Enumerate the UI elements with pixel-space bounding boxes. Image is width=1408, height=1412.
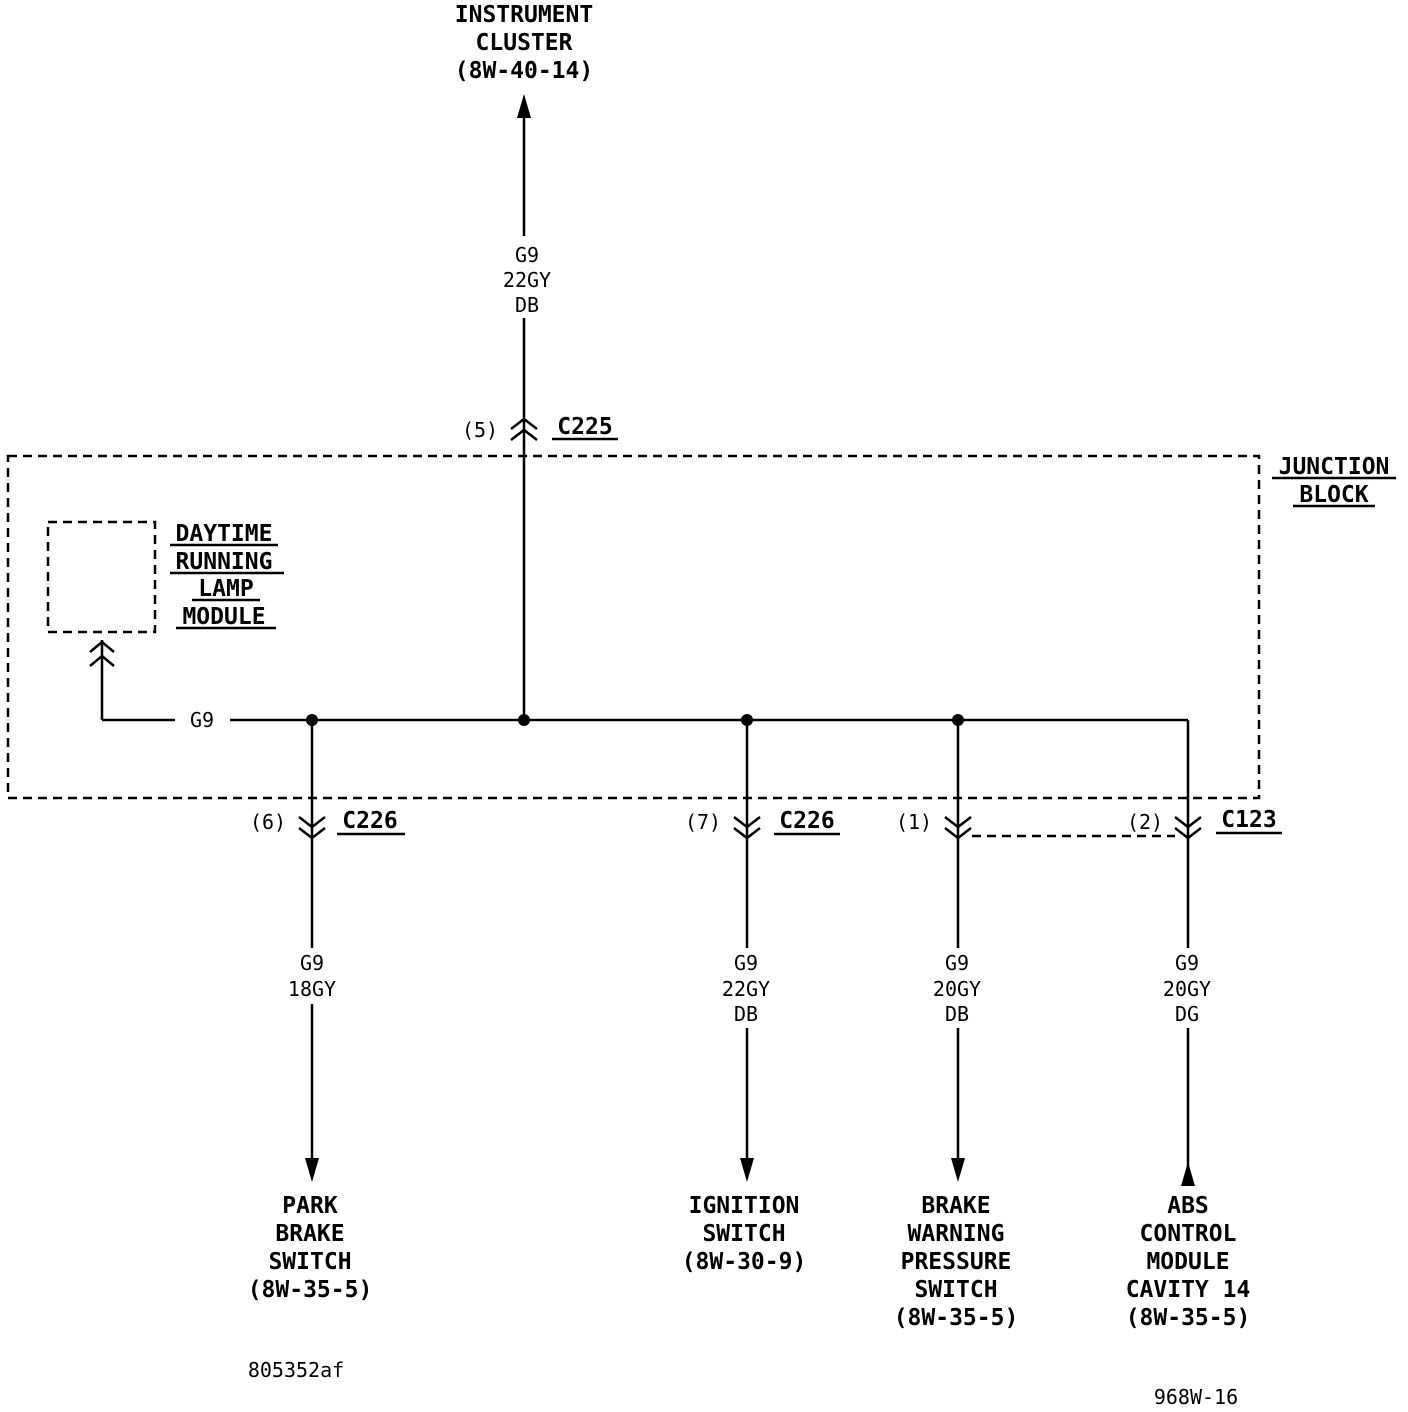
brake-warning-wire-label-bg <box>930 948 986 1028</box>
drl-wire-label: G9 <box>190 708 214 732</box>
ignition-label-3: (8W-30-9) <box>682 1249 807 1275</box>
junction-block-label-1: JUNCTION <box>1279 454 1390 480</box>
ignition-wire-label-3: DB <box>734 1002 758 1026</box>
abs-pin: (2) <box>1127 810 1163 834</box>
brake-warning-label-4: SWITCH <box>914 1277 997 1303</box>
brake-warning-label-5: (8W-35-5) <box>894 1305 1019 1331</box>
junction-block-outline <box>6 454 1261 800</box>
park-brake-connector-symbol <box>298 816 326 840</box>
instrument-cluster-label-3: (8W-40-14) <box>455 58 593 84</box>
abs-wire-label-1: G9 <box>1175 951 1199 975</box>
brake-warning-pin: (1) <box>896 810 932 834</box>
instrument-cluster-label-1: INSTRUMENT <box>455 2 593 28</box>
brake-warning-label-2: WARNING <box>908 1221 1005 1247</box>
junction-block-label-2: BLOCK <box>1299 482 1368 508</box>
drl-module-label-4: MODULE <box>182 604 265 630</box>
brake-warning-arrow-down <box>951 1158 965 1182</box>
figure-id: 805352af <box>248 1358 344 1382</box>
ignition-label-1: IGNITION <box>689 1193 800 1219</box>
ignition-wire-label-2: 22GY <box>722 977 770 1001</box>
abs-arrow-up <box>1181 1162 1195 1186</box>
ignition-wire-label-1: G9 <box>734 951 758 975</box>
top-arrow-up <box>517 94 531 118</box>
park-brake-wire-label-1: G9 <box>300 951 324 975</box>
ignition-label-2: SWITCH <box>702 1221 785 1247</box>
abs-connector-label: C123 <box>1221 807 1276 833</box>
brake-warning-label-3: PRESSURE <box>901 1249 1012 1275</box>
park-brake-label-4: (8W-35-5) <box>248 1277 373 1303</box>
top-wire-label-2: 22GY <box>503 268 551 292</box>
park-brake-wire-label-2: 18GY <box>288 977 336 1001</box>
page-reference: 968W-16 <box>1154 1385 1238 1409</box>
drl-module-outline <box>46 520 157 634</box>
abs-label-4: CAVITY 14 <box>1126 1277 1251 1303</box>
park-brake-label-3: SWITCH <box>268 1249 351 1275</box>
ignition-connector-label: C226 <box>779 808 834 834</box>
drl-module-label-1: DAYTIME <box>176 521 273 547</box>
abs-label-1: ABS <box>1167 1193 1209 1219</box>
park-brake-wire-label-bg <box>284 948 340 1004</box>
brake-warning-wire-label-1: G9 <box>945 951 969 975</box>
abs-connector-symbol <box>1174 816 1202 840</box>
abs-wire-label-2: 20GY <box>1163 977 1211 1001</box>
abs-label-3: MODULE <box>1146 1249 1229 1275</box>
c225-connector-label: C225 <box>557 414 612 440</box>
abs-label-2: CONTROL <box>1140 1221 1237 1247</box>
instrument-cluster-label-2: CLUSTER <box>476 30 573 56</box>
ignition-arrow-down <box>740 1158 754 1182</box>
park-brake-label-2: BRAKE <box>275 1221 344 1247</box>
brake-warning-wire-label-2: 20GY <box>933 977 981 1001</box>
abs-label-5: (8W-35-5) <box>1126 1305 1251 1331</box>
ignition-wire-label-bg <box>719 948 775 1028</box>
park-brake-pin: (6) <box>250 810 286 834</box>
brake-warning-connector-symbol <box>944 816 972 840</box>
park-brake-label-1: PARK <box>282 1193 338 1219</box>
brake-warning-label-1: BRAKE <box>921 1193 990 1219</box>
drl-module-label-3: LAMP <box>198 576 253 602</box>
ignition-connector-symbol <box>733 816 761 840</box>
c225-connector-symbol <box>510 417 538 441</box>
abs-wire-label-3: DG <box>1175 1002 1199 1026</box>
top-wire-label-3: DB <box>515 293 539 317</box>
top-wire-label-bg <box>500 236 550 318</box>
abs-wire-label-bg <box>1160 948 1216 1028</box>
c225-pin: (5) <box>462 418 498 442</box>
drl-module-label-2: RUNNING <box>176 549 273 575</box>
top-wire-label-1: G9 <box>515 243 539 267</box>
brake-warning-wire-label-3: DB <box>945 1002 969 1026</box>
park-brake-connector-label: C226 <box>342 808 397 834</box>
ignition-pin: (7) <box>685 810 721 834</box>
park-brake-arrow-down <box>305 1158 319 1182</box>
